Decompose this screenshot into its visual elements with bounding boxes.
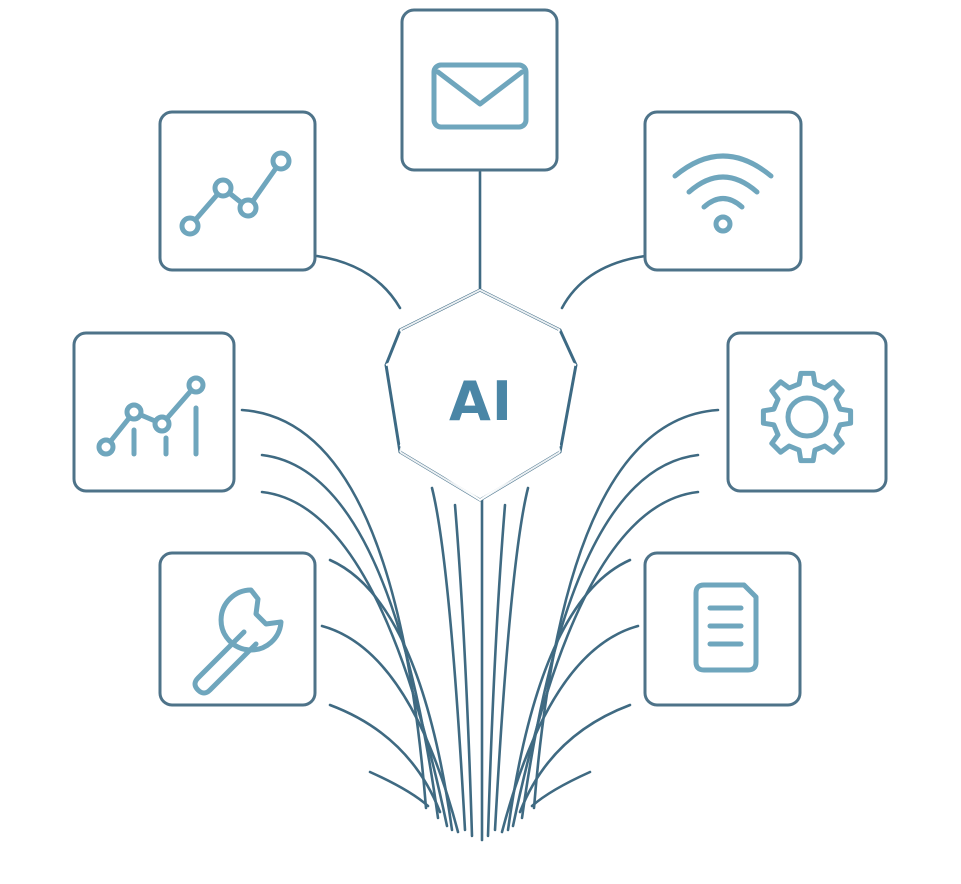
node-box [158,110,317,272]
node-box [72,331,236,493]
connector-trend [315,254,402,310]
node-settings[interactable] [726,331,888,493]
ai-hub: AI [384,288,578,502]
wire [500,624,640,834]
node-document[interactable] [643,551,802,707]
node-box [400,8,559,172]
node-tools[interactable] [158,551,317,707]
wire [430,486,467,832]
wire [320,624,460,834]
wire [453,503,474,838]
wire [328,558,454,832]
node-box [726,331,888,493]
wire [532,408,720,810]
node-trend[interactable] [158,110,317,272]
node-analytics[interactable] [72,331,236,493]
hub-label: AI [449,370,513,433]
node-mail[interactable] [400,8,559,172]
node-box [158,551,317,707]
connection-wires [240,408,720,842]
node-connectors [315,170,647,310]
node-wifi[interactable] [643,110,803,272]
envelope-icon [431,62,529,130]
wire [240,408,428,810]
line-chart-icon [179,150,292,237]
wire [328,703,442,814]
wire [506,558,632,832]
wrench-icon [192,587,284,696]
document-icon [693,582,759,673]
node-box [643,551,802,707]
wire [493,486,530,832]
hub-facet-lines [385,288,577,502]
wifi-icon [672,153,774,234]
wire [368,770,430,808]
wire [486,503,507,838]
gear-icon [760,370,854,464]
wire [530,770,592,808]
connector-wifi [560,254,647,310]
wire [518,703,632,814]
node-box [643,110,803,272]
bar-line-chart-icon [96,375,206,457]
